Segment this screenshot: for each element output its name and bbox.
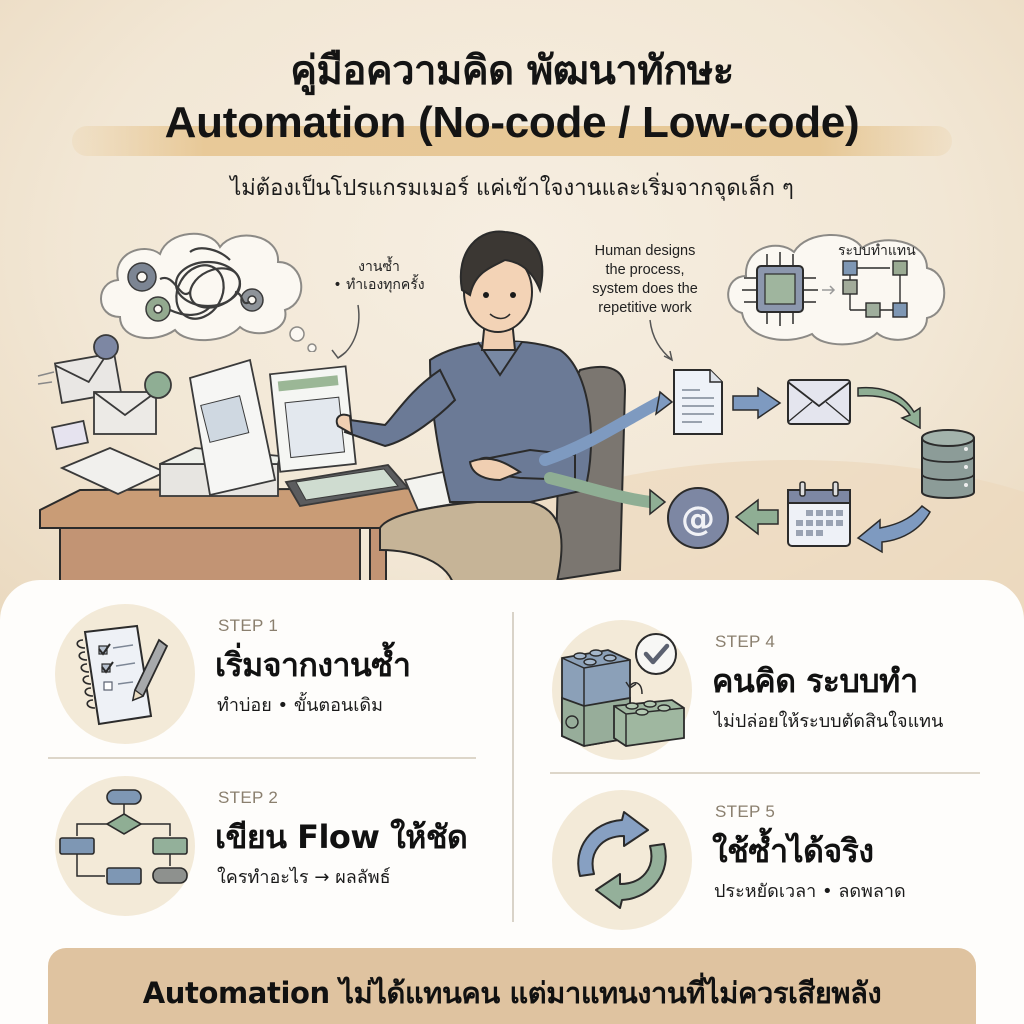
row-divider-right [550,772,980,774]
automation-flow-loop: @ [667,369,975,554]
step-2-desc: ใครทำอะไร → ผลลัพธ์ [217,867,391,888]
system-does-it-label: ระบบทำแทน [838,243,916,259]
step-5-desc: ประหยัดเวลา • ลดพลาด [714,881,906,902]
note-right-line-4: repetitive work [598,300,692,316]
envelope-icons [50,334,172,451]
tangled-gears-thought-cloud-icon [100,232,317,352]
note-left-line-2: • ทำเองทุกครั้ง [333,277,425,293]
calendar-icon [787,481,851,547]
step-1-heading: เริ่มจากงานซ้ำ [215,646,411,684]
footer-banner-text: Automation ไม่ได้แทนคน แต่มาแทนงานที่ไม่… [142,976,882,1010]
step-5-badge [552,790,692,930]
note-right-line-2: the process, [605,262,685,278]
step-2-heading: เขียน Flow ให้ชัด [215,818,468,856]
step-1-label: STEP 1 [218,616,279,635]
step-4-badge [552,620,692,760]
footer-banner: Automation ไม่ได้แทนคน แต่มาแทนงานที่ไม่… [48,948,976,1024]
flowchart-icon [59,789,188,885]
chip-workflow-thought-cloud-icon [727,234,946,346]
checklist-notebook-icon [76,624,169,726]
step-2-badge [55,776,195,916]
page-title-english: Automation (No-code / Low-code) [164,98,860,147]
database-icon [921,429,975,499]
page-title-thai: คู่มือความคิด พัฒนาทักษะ [290,48,734,94]
row-divider-left [48,757,476,759]
step-5-heading: ใช้ซ้ำได้จริง [712,832,874,870]
step-4-desc: ไม่ปล่อยให้ระบบตัดสินใจแทน [714,711,944,732]
step-4-heading: คนคิด ระบบทำ [712,662,918,700]
svg-text:@: @ [681,499,715,539]
page-subtitle: ไม่ต้องเป็นโปรแกรมเมอร์ แค่เข้าใจงานและเ… [230,176,794,201]
note-right-line-3: system does the [592,281,698,297]
step-2-label: STEP 2 [218,788,279,807]
page-title-english-wrap: Automation (No-code / Low-code) [72,98,952,158]
cycle-arrows-icon [577,811,667,909]
column-divider [512,612,514,922]
step-1-desc: ทำบ่อย • ขั้นตอนเดิม [217,695,383,716]
step-4-label: STEP 4 [715,632,776,651]
note-human-designs: Human designs the process, system does t… [570,242,720,318]
step-1-badge [55,604,195,744]
note-left-line-1: งานซ้ำ [358,259,400,275]
hero-illustration: งานซ้ำ • ทำเองทุกครั้ง ระบบทำแทน [0,210,1024,590]
title-highlight-bar [72,126,952,156]
envelope-icon [787,379,851,425]
person-at-desk-scene [37,230,674,590]
document-icon [673,369,723,435]
building-blocks-icon [561,633,685,747]
note-right-line-1: Human designs [594,243,696,259]
note-repetitive-work: งานซ้ำ • ทำเองทุกครั้ง [314,258,444,294]
at-sign-icon: @ [667,487,729,549]
step-5-label: STEP 5 [715,802,776,821]
